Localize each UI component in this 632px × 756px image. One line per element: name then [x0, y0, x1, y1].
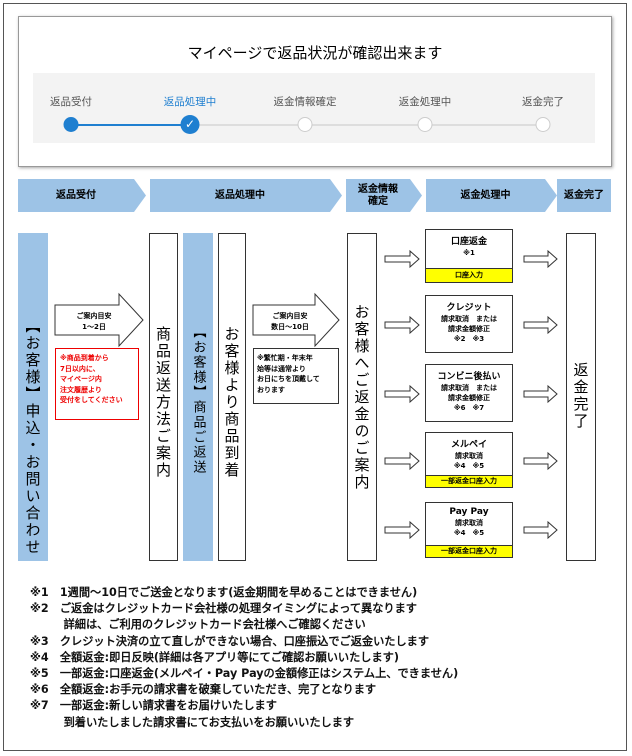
step-label-4: 返金処理中: [398, 96, 452, 108]
step-label-2: 返品処理中: [163, 96, 217, 108]
step-dot-4: [417, 117, 433, 132]
customer-ship-box: 【お客様】商品ご返送: [183, 233, 213, 561]
payment-option-title: Pay Pay: [449, 507, 489, 517]
status-card: マイページで返品状況が確認出来ます 返品受付 返品処理中 返金情報確定 返金処理…: [18, 16, 612, 167]
phase-label-4: 返金処理中: [460, 189, 511, 201]
payment-option-body: 請求取消 または 請求金額修正 ※2 ※3: [441, 315, 497, 343]
payment-option-body: 請求取消 ※4 ※5: [453, 519, 485, 537]
deadline-warning-note: ※商品到着から 7日以内に、 マイページ内 注文履歴より 受付をしてください: [55, 348, 139, 420]
payment-option-body: 請求取消 ※4 ※5: [453, 452, 485, 470]
card-title: マイページで返品状況が確認出来ます: [187, 44, 443, 62]
complete-text: 返金完了: [571, 362, 590, 430]
phase-label-3: 返金情報 確定: [358, 184, 398, 207]
footnote: ※3 クレジット決済の立て直しができない場合、口座振込でご返金いたします: [30, 634, 430, 648]
step-dot-5: [535, 117, 551, 132]
progress-track-done: [71, 124, 190, 126]
payment-option-credit: クレジット 請求取消 または 請求金額修正 ※2 ※3: [425, 295, 513, 353]
payment-option-title: 口座返金: [450, 237, 487, 247]
arrow1-line1: ご案内目安: [76, 312, 112, 320]
return-guide-box: 商品返送方法ご案内: [149, 233, 178, 561]
arrow2-label: ご案内目安 数日～10日: [265, 311, 315, 332]
diagram-frame: [3, 3, 627, 751]
refund-guide-text: お客様へご返金のご案内: [352, 304, 371, 491]
payment-option-tag: 一部返金口座入力: [426, 545, 512, 557]
phase-label-1: 返品受付: [56, 189, 96, 201]
payment-option-body: ※1: [463, 249, 475, 257]
footnote: ※1 1週間～10日でご送金となります(返金期間を早めることはできません): [30, 586, 418, 599]
checkmark-icon: ✓: [180, 115, 200, 134]
arrow1-line2: 1～2日: [82, 322, 106, 331]
busy-period-note: ※繁忙期・年末年 始等は通常より お日にちを頂戴して おります: [253, 348, 339, 404]
arrow1-label: ご案内目安 1～2日: [70, 311, 118, 332]
customer-ship-text: 【お客様】商品ご返送: [190, 325, 206, 475]
payment-option-title: クレジット: [446, 303, 492, 313]
payment-option-title: メルペイ: [450, 440, 487, 450]
step-label-1: 返品受付: [50, 96, 92, 108]
customer-apply-text: 【お客様】申込・お問い合わせ: [23, 318, 42, 556]
phase-label-5: 返金完了: [564, 189, 604, 201]
complete-box: 返金完了: [566, 233, 596, 561]
step-label-5: 返金完了: [522, 96, 564, 108]
footnote: 到着いたしました請求書にてお支払いをお願いいたします: [30, 715, 355, 729]
return-guide-text: 商品返送方法ご案内: [154, 326, 172, 479]
footnote: ※2 ご返金はクレジットカード会社様の処理タイミングによって異なります: [30, 602, 417, 616]
step-label-3: 返金情報確定: [273, 96, 337, 108]
payment-option-bank: 口座返金 ※1 口座入力: [425, 229, 513, 283]
refund-guide-box: お客様へご返金のご案内: [347, 233, 377, 561]
arrival-text: お客様より商品到着: [222, 326, 241, 479]
payment-option-convenience: コンビニ後払い 請求取消 または 請求金額修正 ※6 ※7: [425, 364, 513, 422]
payment-option-tag: 一部返金口座入力: [426, 475, 512, 487]
footnote: ※6 全額返金:お手元の請求書を破棄していただき、完了となります: [30, 683, 377, 697]
customer-apply-box: 【お客様】申込・お問い合わせ: [18, 233, 48, 561]
arrow2-line2: 数日～10日: [271, 322, 309, 331]
payment-option-paypay: Pay Pay 請求取消 ※4 ※5 一部返金口座入力: [425, 502, 513, 558]
footnote: ※7 一部返金:新しい請求書をお届けいたします: [30, 699, 277, 713]
step-dot-3: [297, 117, 313, 132]
payment-option-tag: 口座入力: [426, 268, 512, 282]
progress-stepper: 返品受付 返品処理中 返金情報確定 返金処理中 返金完了 ✓: [33, 73, 595, 143]
footnotes: ※1 1週間～10日でご送金となります(返金期間を早めることはできません) ※2…: [30, 585, 458, 731]
payment-option-title: コンビニ後払い: [437, 372, 501, 382]
progress-track-todo: [190, 124, 543, 126]
payment-option-body: 請求取消 または 請求金額修正 ※6 ※7: [441, 384, 497, 412]
payment-option-merpay: メルペイ 請求取消 ※4 ※5 一部返金口座入力: [425, 432, 513, 488]
step-dot-done: [63, 117, 79, 132]
footnote: ※4 全額返金:即日反映(詳細は各アプリ等にてご確認お願いいたします): [30, 650, 399, 664]
footnote: 詳細は、ご利用のクレジットカード会社様へご確認ください: [30, 618, 366, 632]
phase-label-2: 返品処理中: [215, 189, 265, 201]
arrival-box: お客様より商品到着: [218, 233, 246, 561]
arrow2-line1: ご案内目安: [272, 312, 308, 320]
footnote: ※5 一部返金:口座返金(メルペイ・Pay Payの金額修正はシステム上、できま…: [30, 667, 459, 681]
